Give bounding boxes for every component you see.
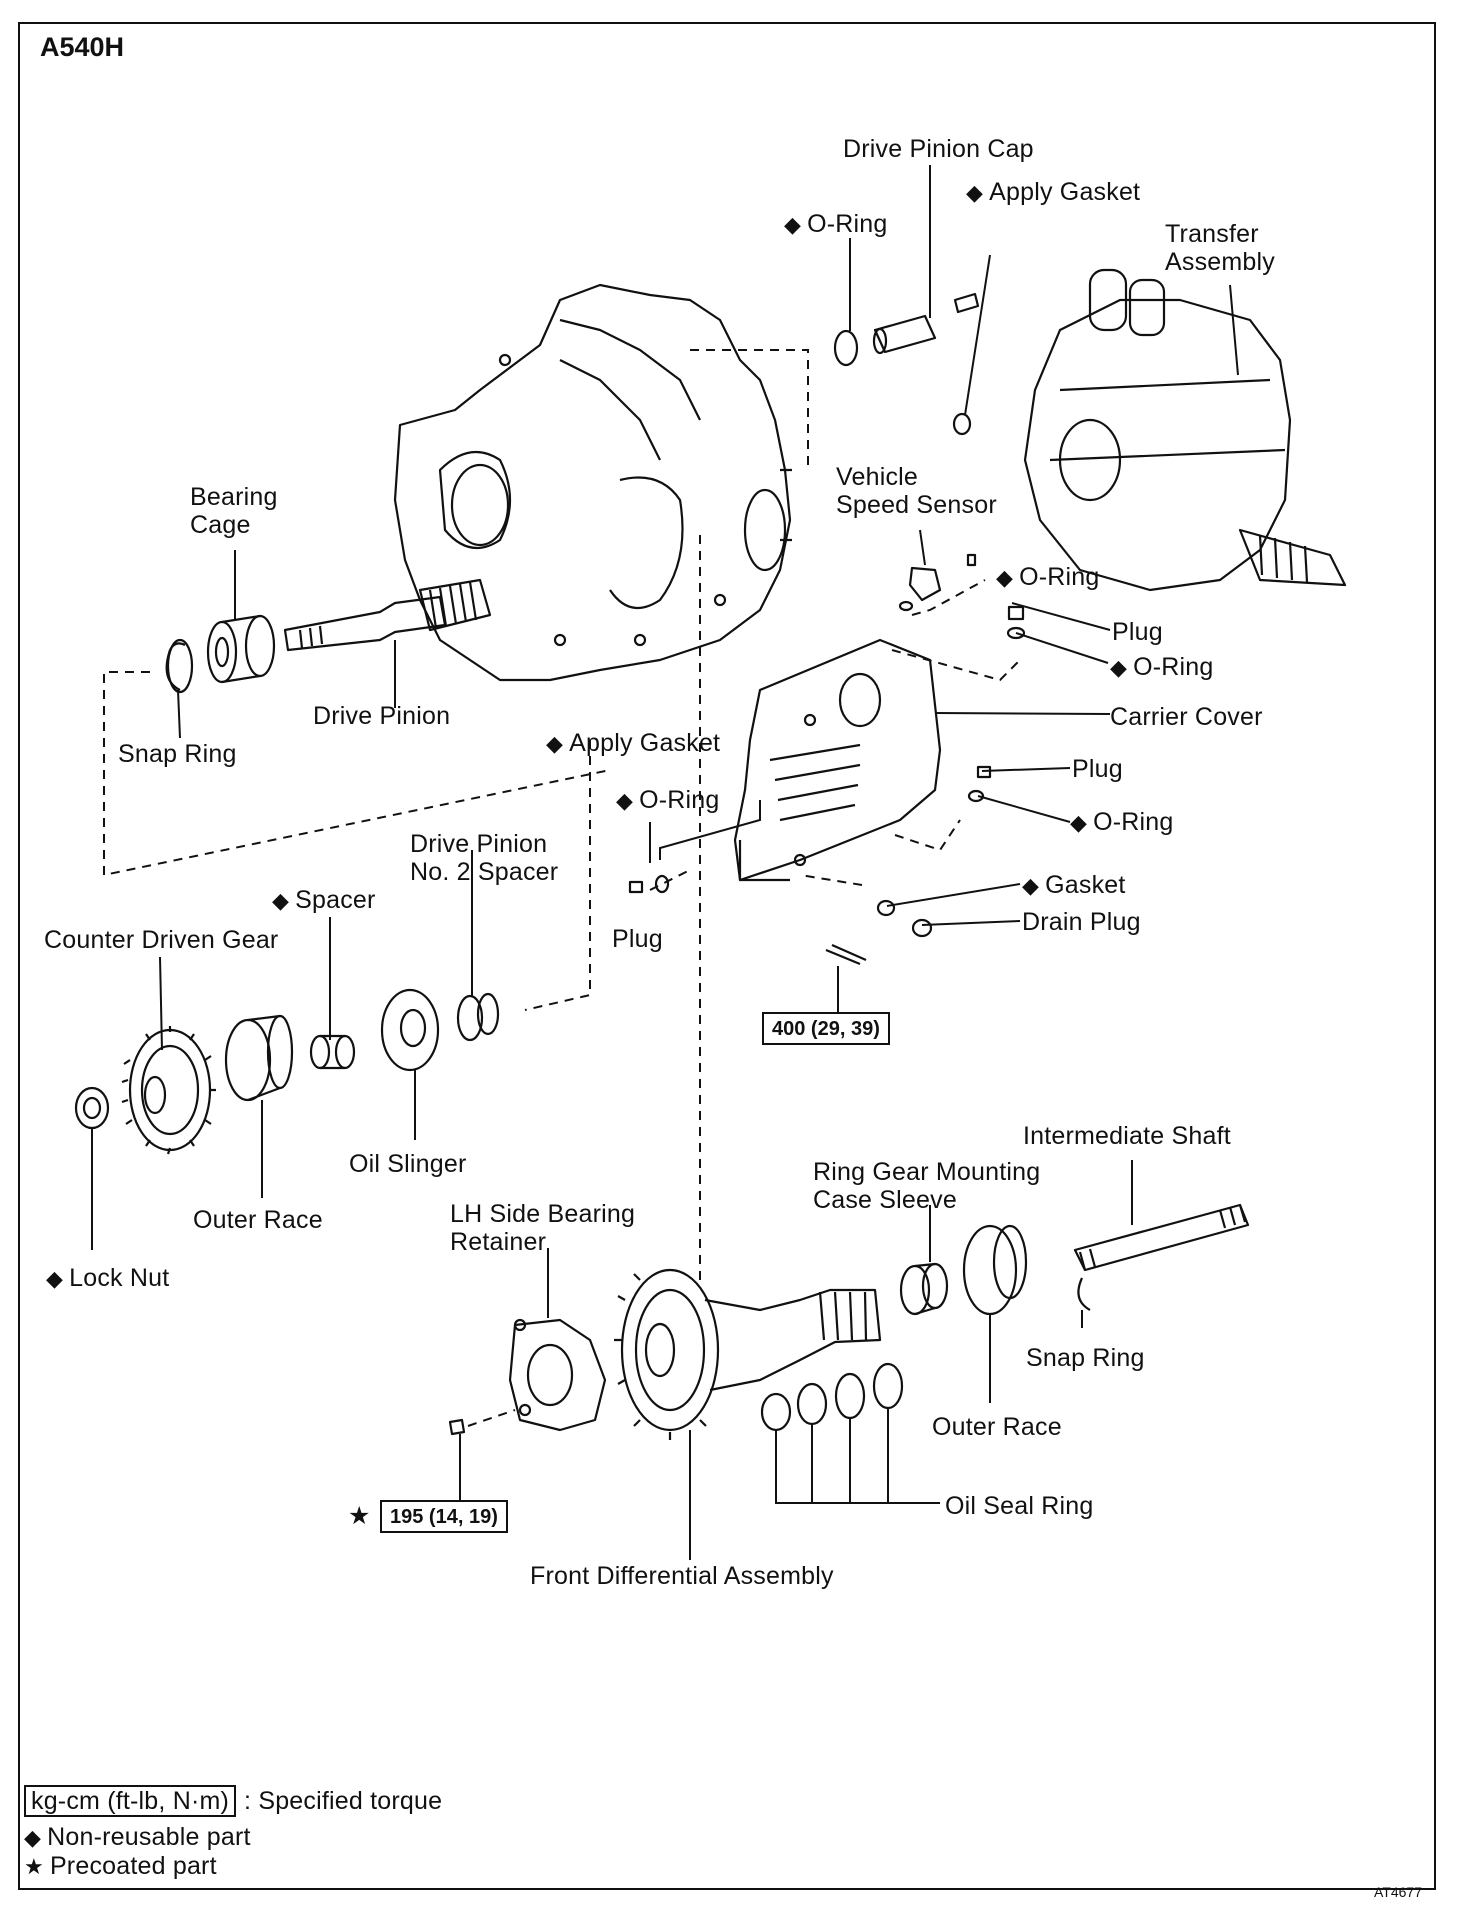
- label-outer-race-right: Outer Race: [932, 1413, 1062, 1441]
- no2-spacer-shape: [456, 992, 500, 1042]
- torque-spec-retainer-bolt: 195 (14, 19): [380, 1500, 508, 1533]
- label-plug-left: Plug: [612, 925, 663, 953]
- label-outer-race-left: Outer Race: [193, 1206, 323, 1234]
- counter-driven-gear: [121, 1026, 216, 1155]
- label-o-ring-top: ◆O-Ring: [784, 210, 888, 238]
- label-counter-driven-gear: Counter Driven Gear: [44, 926, 279, 954]
- label-plug-mid-right: Plug: [1072, 755, 1123, 783]
- label-o-ring-plug-upper: ◆O-Ring: [1110, 653, 1214, 681]
- diamond-icon: ◆: [996, 565, 1014, 590]
- label-o-ring-mid-right: ◆O-Ring: [1070, 808, 1174, 836]
- label-apply-gasket-mid: ◆Apply Gasket: [546, 729, 721, 757]
- label-lock-nut: ◆Lock Nut: [46, 1264, 170, 1292]
- outer-race-left-shape: [224, 1014, 294, 1102]
- label-intermediate-shaft: Intermediate Shaft: [1023, 1122, 1231, 1150]
- diamond-icon: ◆: [1022, 873, 1040, 898]
- diamond-icon: ◆: [46, 1266, 64, 1291]
- label-front-differential-assembly: Front Differential Assembly: [530, 1562, 834, 1590]
- label-apply-gasket-top: ◆Apply Gasket: [966, 178, 1141, 206]
- carrier-cover: [733, 638, 942, 882]
- diamond-icon: ◆: [1110, 655, 1128, 680]
- star-icon: ★: [24, 1854, 44, 1879]
- legend: kg-cm (ft-lb, N·m): Specified torque ◆No…: [24, 1785, 442, 1881]
- legend-torque-unit: kg-cm (ft-lb, N·m): [24, 1785, 237, 1817]
- drive-pinion-shaft: [283, 578, 492, 652]
- label-spacer: ◆Spacer: [272, 886, 376, 914]
- label-drain-plug: Drain Plug: [1022, 908, 1141, 936]
- intermediate-shaft-shape: [1073, 1203, 1250, 1272]
- label-carrier-cover: Carrier Cover: [1110, 703, 1263, 731]
- label-drive-pinion: Drive Pinion: [313, 702, 451, 730]
- label-plug-upper: Plug: [1112, 618, 1163, 646]
- snap-ring-left-ring: [166, 638, 194, 694]
- diamond-icon: ◆: [546, 731, 564, 756]
- lh-retainer-shape: [508, 1318, 607, 1432]
- precoated-marker: ★: [348, 1502, 371, 1530]
- snap-ring-right-shape: [1077, 1277, 1091, 1311]
- outer-race-right-shape: [962, 1224, 1028, 1316]
- legend-non-reusable-row: ◆Non-reusable part: [24, 1823, 251, 1851]
- diamond-icon: ◆: [1070, 810, 1088, 835]
- label-gasket: ◆Gasket: [1022, 871, 1126, 899]
- legend-precoated-row: ★Precoated part: [24, 1852, 217, 1880]
- diamond-icon: ◆: [966, 180, 984, 205]
- diamond-icon: ◆: [272, 888, 290, 913]
- label-o-ring-vss: ◆O-Ring: [996, 563, 1100, 591]
- transaxle-case: [393, 283, 792, 682]
- label-o-ring-mid: ◆O-Ring: [616, 786, 720, 814]
- label-snap-ring-right: Snap Ring: [1026, 1344, 1145, 1372]
- case-sleeve-shape: [899, 1262, 949, 1316]
- diamond-icon: ◆: [784, 212, 802, 237]
- diamond-icon: ◆: [616, 788, 634, 813]
- oil-slinger-shape: [380, 988, 440, 1072]
- diagram-title: A540H: [40, 32, 125, 62]
- spacer-shape: [309, 1034, 356, 1070]
- legend-torque-row: kg-cm (ft-lb, N·m): Specified torque: [24, 1785, 442, 1817]
- figure-code: AT4677: [1374, 1884, 1422, 1900]
- label-oil-seal-ring: Oil Seal Ring: [945, 1492, 1094, 1520]
- diagram-frame: [18, 22, 1436, 1890]
- transfer-assembly: [1023, 268, 1347, 592]
- label-oil-slinger: Oil Slinger: [349, 1150, 467, 1178]
- bearing-cage: [206, 614, 276, 684]
- front-differential-shape: [614, 1268, 882, 1440]
- label-drive-pinion-cap: Drive Pinion Cap: [843, 135, 1034, 163]
- legend-torque-desc: : Specified torque: [244, 1787, 443, 1815]
- torque-spec-carrier-bolt: 400 (29, 39): [762, 1012, 890, 1045]
- label-snap-ring-left: Snap Ring: [118, 740, 237, 768]
- lock-nut-shape: [74, 1086, 110, 1130]
- diamond-icon: ◆: [24, 1825, 42, 1850]
